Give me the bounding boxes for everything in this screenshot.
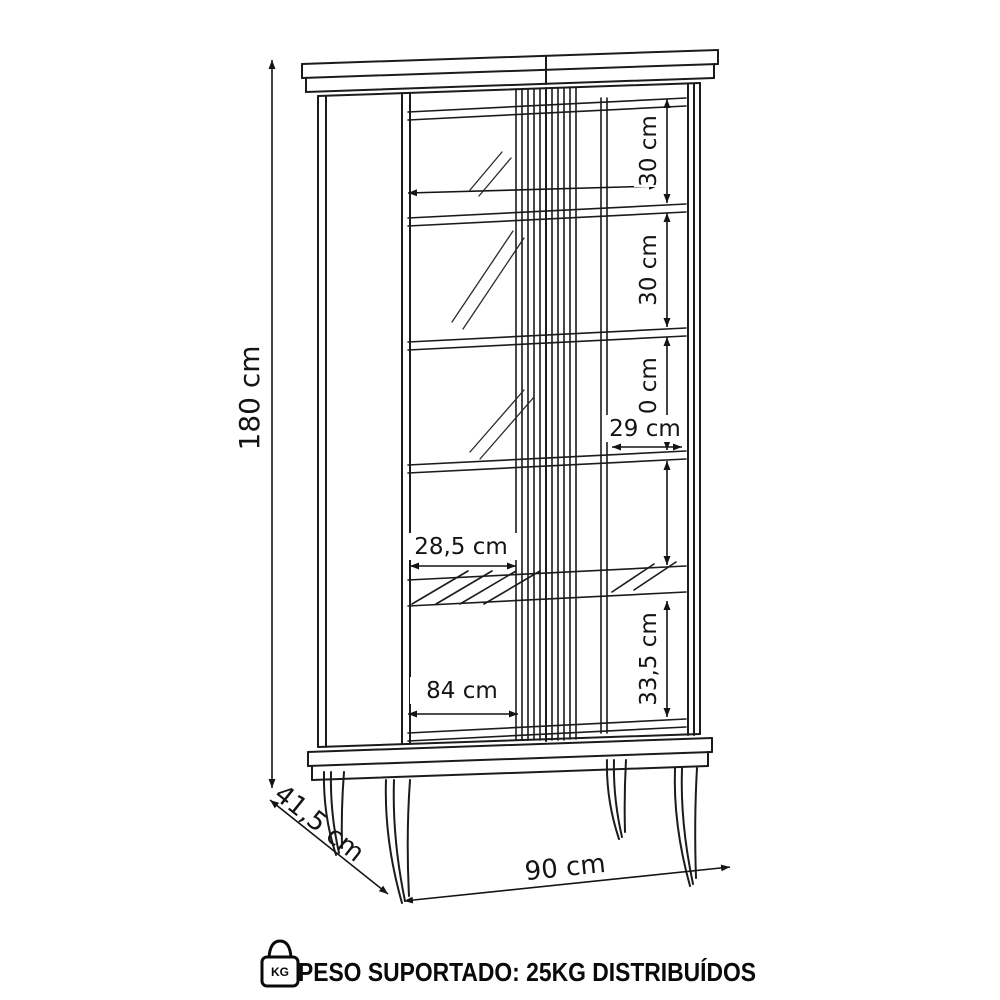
footer: KG PESO SUPORTADO: 25KG DISTRIBUÍDOS [260, 939, 756, 988]
cabinet-body [317, 82, 701, 748]
shelf-depth-label: 29 cm [609, 416, 681, 442]
kg-icon-label: KG [271, 965, 289, 979]
crown-molding [301, 49, 719, 93]
shelves [407, 203, 687, 742]
rack-depth-dimension: 28,5 cm [404, 533, 520, 570]
depth-dimension-label: 41,5 cm [268, 779, 369, 868]
inner-width-label: 84 cm [426, 678, 498, 704]
shelf-depth-dimension: 29 cm [606, 415, 684, 451]
center-mullions [515, 86, 577, 742]
shelf-gap-1-label: 30 cm [636, 115, 662, 187]
leg-back-right [605, 759, 627, 840]
depth-dimension: 41,5 cm [268, 779, 389, 895]
kg-weight-icon: KG [260, 939, 300, 988]
cabinet-drawing [301, 49, 719, 904]
supported-weight-text: PESO SUPORTADO: 25KG DISTRIBUÍDOS [298, 958, 756, 988]
shelf-gap-2-label: 30 cm [636, 234, 662, 306]
width-dimension: 90 cm [403, 849, 731, 904]
rack-depth-label: 28,5 cm [414, 534, 508, 560]
base-molding [307, 737, 713, 781]
bottom-section-label: 33,5 cm [636, 612, 662, 706]
height-dimension: 180 cm [233, 60, 276, 788]
inner-width-dimension: 84 cm [408, 677, 518, 718]
wine-rack [407, 561, 687, 607]
hairpin-legs [322, 759, 698, 904]
interior-top-width-arrow [407, 182, 659, 197]
leg-front-right [673, 767, 698, 887]
height-dimension-label: 180 cm [233, 345, 266, 450]
leg-front-left [384, 779, 411, 904]
shelf-gap-dimensions: 30 cm 30 cm 30 cm 33,5 cm [634, 99, 671, 717]
